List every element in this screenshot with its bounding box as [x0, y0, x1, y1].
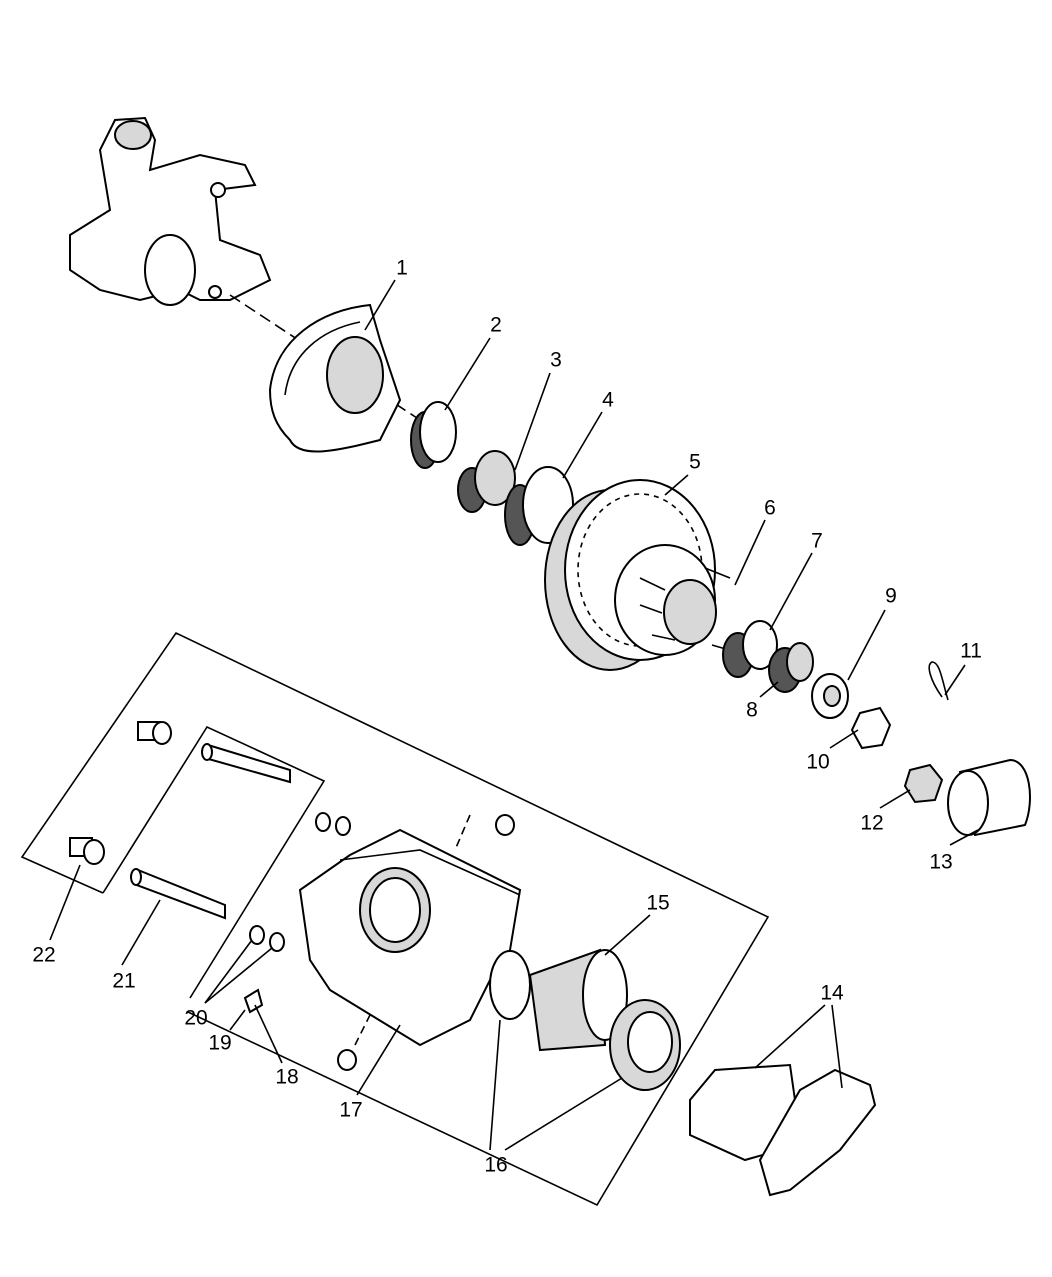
guide-pins	[130, 743, 291, 920]
callout-13: 13	[929, 850, 953, 874]
bushings	[69, 721, 172, 865]
callout-1: 1	[396, 256, 408, 280]
spindle-nut	[850, 706, 892, 750]
pin-kit-box	[102, 725, 326, 999]
grease-cap	[947, 758, 1031, 837]
nut-lock	[903, 763, 944, 804]
callout-3: 3	[550, 348, 562, 372]
hub-and-rotor	[544, 479, 737, 671]
callout-11: 11	[960, 639, 982, 663]
callout-20: 20	[184, 1006, 208, 1030]
bleeder-screw	[243, 988, 264, 1014]
washer	[811, 673, 849, 719]
leader-lines	[49, 279, 979, 1151]
dust-boot	[609, 999, 681, 1091]
caliper	[298, 814, 522, 1047]
steering-knuckle	[69, 116, 272, 306]
callout-18: 18	[275, 1065, 299, 1089]
bearing-cup-outer	[722, 620, 778, 678]
callout-10: 10	[806, 750, 830, 774]
piston-seal	[489, 950, 531, 1020]
callout-5: 5	[689, 450, 701, 474]
callout-7: 7	[811, 529, 823, 553]
callout-4: 4	[602, 388, 614, 412]
cotter-pin	[928, 661, 949, 701]
callout-8: 8	[746, 698, 758, 722]
callout-6: 6	[764, 496, 776, 520]
callout-15: 15	[646, 891, 670, 915]
splash-shield	[268, 303, 402, 453]
callout-16: 16	[484, 1153, 508, 1177]
caliper-kit-box	[20, 631, 770, 1207]
piston	[528, 948, 628, 1052]
callout-14: 14	[820, 981, 844, 1005]
callout-12: 12	[860, 811, 884, 835]
bearing-cone-inner	[457, 450, 516, 513]
brake-pads	[689, 1063, 877, 1197]
callout-19: 19	[208, 1031, 232, 1055]
callout-2: 2	[490, 313, 502, 337]
callout-22: 22	[32, 943, 56, 967]
callout-21: 21	[112, 969, 136, 993]
callout-9: 9	[885, 584, 897, 608]
small-seals	[249, 812, 515, 1071]
bearing-cup-inner	[410, 401, 457, 469]
callout-17: 17	[339, 1098, 363, 1122]
bearing-cone-outer	[768, 642, 814, 693]
